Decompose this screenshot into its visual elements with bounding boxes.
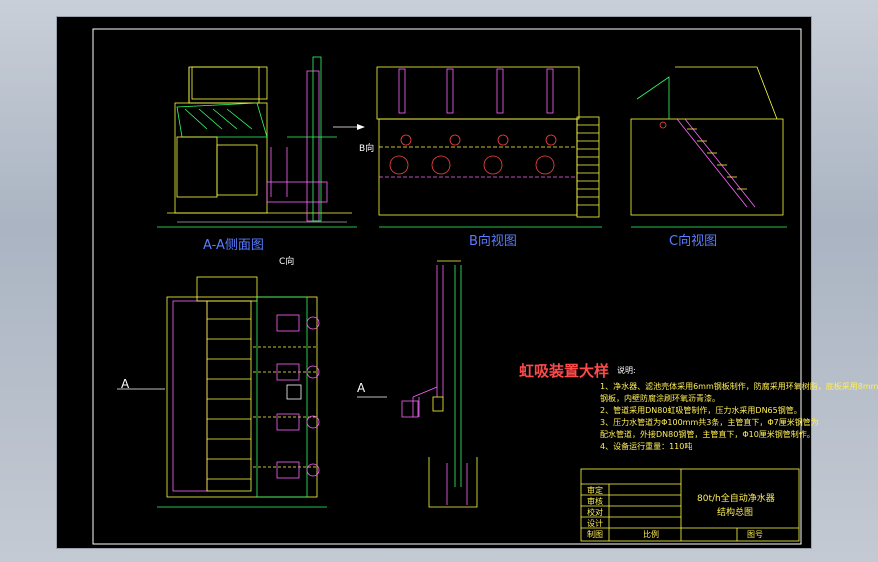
tb-row-check: 校对 <box>587 508 603 517</box>
b-view-label: B向视图 <box>469 234 517 249</box>
drawing-title-line-1: 80t/h全自动净水器 <box>697 494 775 504</box>
c-view-label: C向视图 <box>669 234 718 249</box>
c-direction-mark: C向 <box>279 257 295 267</box>
note-line-2: 钢板，内壁防腐涂刷环氧沥青漆。 <box>600 394 720 403</box>
note-line-3: 2、管道采用DN80虹吸管制作，压力水采用DN65钢管。 <box>600 406 802 415</box>
aa-section-label: A-A侧面图 <box>203 238 264 253</box>
note-line-5: 配水管道，外接DN80钢管，主管直下，Φ10厘米钢管制作。 <box>600 430 815 439</box>
note-line-1: 1、净水器、滤池壳体采用6mm钢板制作，防腐采用环氧树脂，底板采用8mm <box>600 382 878 391</box>
siphon-detail <box>401 260 478 508</box>
section-a-right-mark: A <box>357 381 366 395</box>
tb-row-draw: 制图 <box>587 530 603 539</box>
note-line-4: 3、压力水管道为Φ100mm共3条，主管直下，Φ7厘米钢管为 <box>600 418 819 427</box>
tb-row-review: 审核 <box>587 497 603 506</box>
tb-row-design: 设计 <box>587 519 603 528</box>
notes-header: 说明: <box>617 366 636 375</box>
drawing-sheet: A-A侧面图 B向视图 C向视图 B向 C向 A A 虹吸装置大样 说明: 1、… <box>56 16 878 549</box>
title-block <box>580 468 800 542</box>
note-line-6: 4、设备运行重量：110吨 <box>600 442 693 451</box>
drawing-title-line-2: 结构总图 <box>717 508 754 518</box>
c-view <box>630 66 787 228</box>
plan-view <box>117 276 387 508</box>
inner-frame <box>92 28 802 545</box>
tb-drawing-no-label: 图号 <box>747 530 763 539</box>
aa-section-view <box>157 56 365 228</box>
section-a-left-mark: A <box>121 377 130 391</box>
siphon-detail-title: 虹吸装置大样 <box>519 362 610 380</box>
tb-row-approve: 审定 <box>587 486 603 495</box>
b-direction-mark: B向 <box>359 144 375 154</box>
tb-scale-label: 比例 <box>643 530 659 539</box>
cad-drawing <box>92 28 802 545</box>
b-view <box>376 66 602 228</box>
